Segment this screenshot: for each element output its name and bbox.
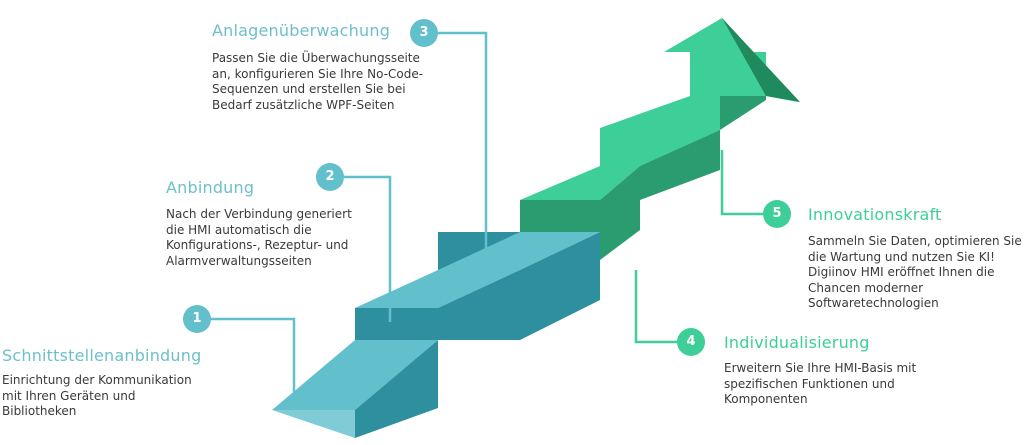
step-1-description: Einrichtung der Kommunikation mit Ihren … (2, 373, 192, 418)
step-1-badge: 1 (183, 305, 211, 333)
stair-step-3-front (520, 232, 600, 340)
connector-line-3 (438, 31, 488, 250)
arrow-shaft-side (720, 52, 766, 130)
step-5-description: Sammeln Sie Daten, optimieren Sie die Wa… (808, 234, 1022, 310)
stair-step-1-top (272, 340, 438, 410)
arrow-head-front (664, 18, 798, 102)
stair-step-1-front (355, 340, 438, 438)
stair-step-4-riser (520, 200, 600, 232)
arrow-shaft (690, 52, 766, 96)
step-4-badge: 4 (677, 328, 705, 356)
step-1-title: Schnittstellenanbindung (2, 346, 202, 365)
step-3-description: Passen Sie die Überwachungsseite an, kon… (212, 51, 424, 112)
connector-line-1 (210, 317, 296, 398)
step-2-title: Anbindung (166, 178, 255, 197)
step-2-description: Nach der Verbindung generiert die HMI au… (166, 207, 352, 268)
step-5-title: Innovationskraft (808, 205, 942, 224)
step-5-badge: 5 (763, 200, 791, 228)
connector-line-2 (344, 175, 392, 322)
step-4-description: Erweitern Sie Ihre HMI-Basis mit spezifi… (724, 361, 917, 406)
step-3-badge: 3 (410, 19, 438, 47)
stair-step-1-base (272, 410, 355, 438)
stair-step-5-front (640, 130, 720, 200)
stair-step-5-face (600, 96, 720, 166)
arrow-head-side (722, 18, 800, 102)
step-3-title: Anlagenüberwachung (212, 21, 391, 40)
stair-step-2-front (438, 270, 520, 340)
stair-step-2-top (355, 270, 520, 308)
step-4-title: Individualisierung (724, 333, 870, 352)
stair-step-4-front (600, 166, 640, 260)
connector-line-4 (634, 270, 678, 344)
step-2-badge: 2 (316, 163, 344, 191)
stair-step-2-riser (355, 308, 438, 340)
stair-step-3-top (438, 232, 600, 270)
connector-line-5 (720, 150, 764, 216)
